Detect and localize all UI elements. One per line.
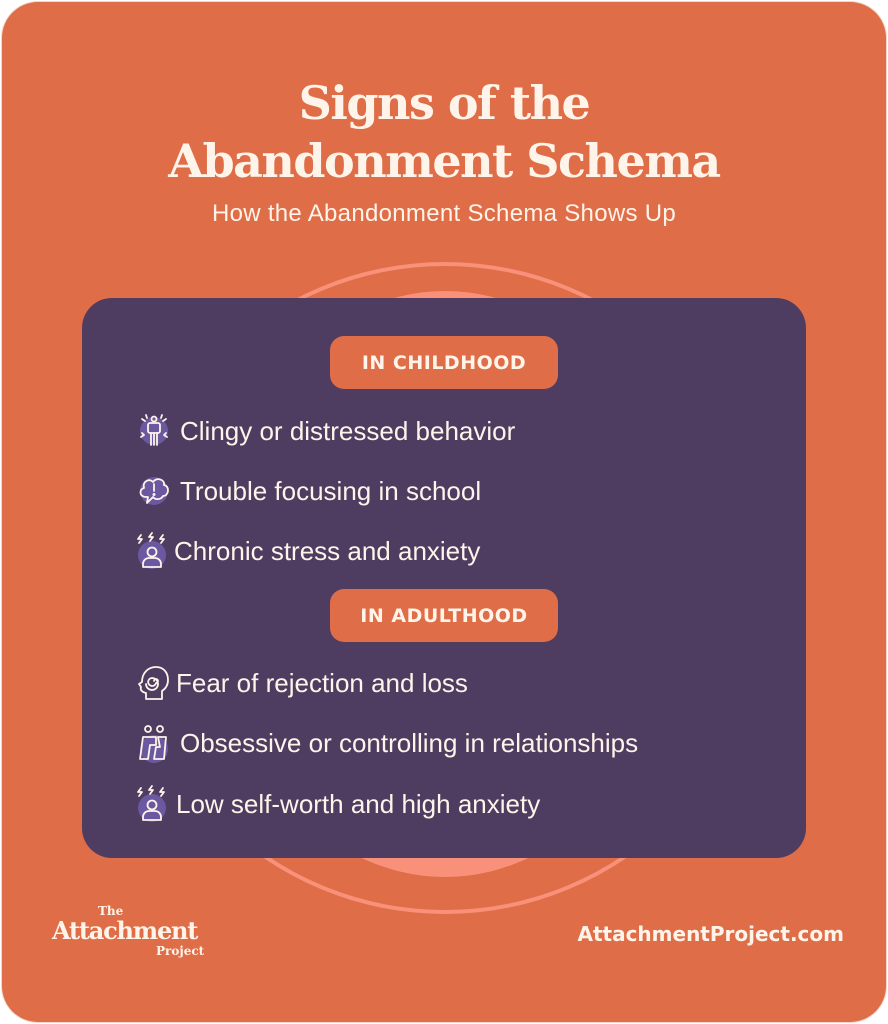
website-link[interactable]: AttachmentProject.com [577, 922, 844, 946]
item-text: Trouble focusing in school [180, 475, 482, 506]
list-item: Obsessive or controlling in relationship… [134, 723, 638, 763]
item-text: Clingy or distressed behavior [180, 415, 516, 446]
attachment-project-logo: The Attachment Project [52, 902, 217, 962]
item-text: Fear of rejection and loss [176, 667, 468, 698]
item-text: Obsessive or controlling in relationship… [180, 727, 639, 758]
spiral-head-icon [134, 663, 172, 703]
thought-bubble-exclamation-icon [134, 471, 174, 511]
signs-card: IN CHILDHOOD Clingy or distressed behavi… [82, 298, 806, 858]
list-item: Clingy or distressed behavior [134, 411, 515, 451]
couple-icon [134, 723, 174, 763]
list-item: Chronic stress and anxiety [134, 531, 480, 571]
title-line-2: Abandonment Schema [168, 134, 721, 188]
section-badge-childhood: IN CHILDHOOD [330, 336, 558, 389]
subtitle: How the Abandonment Schema Shows Up [211, 200, 677, 227]
logo-project: Project [156, 944, 205, 958]
section-badge-adulthood: IN ADULTHOOD [330, 589, 558, 642]
stressed-person-icon [134, 531, 170, 571]
logo-main: Attachment [52, 916, 198, 945]
item-text: Chronic stress and anxiety [174, 535, 481, 566]
list-item: Trouble focusing in school [134, 471, 481, 511]
item-text: Low self-worth and high anxiety [176, 788, 541, 819]
stressed-person-icon [134, 784, 170, 824]
list-item: Low self-worth and high anxiety [134, 784, 540, 824]
distressed-person-icon [134, 411, 174, 451]
title-line-1: Signs of the [298, 76, 591, 130]
list-item: Fear of rejection and loss [134, 663, 468, 703]
logo-the: The [98, 904, 124, 918]
page-title: Signs of the Abandonment Schema [2, 74, 886, 190]
